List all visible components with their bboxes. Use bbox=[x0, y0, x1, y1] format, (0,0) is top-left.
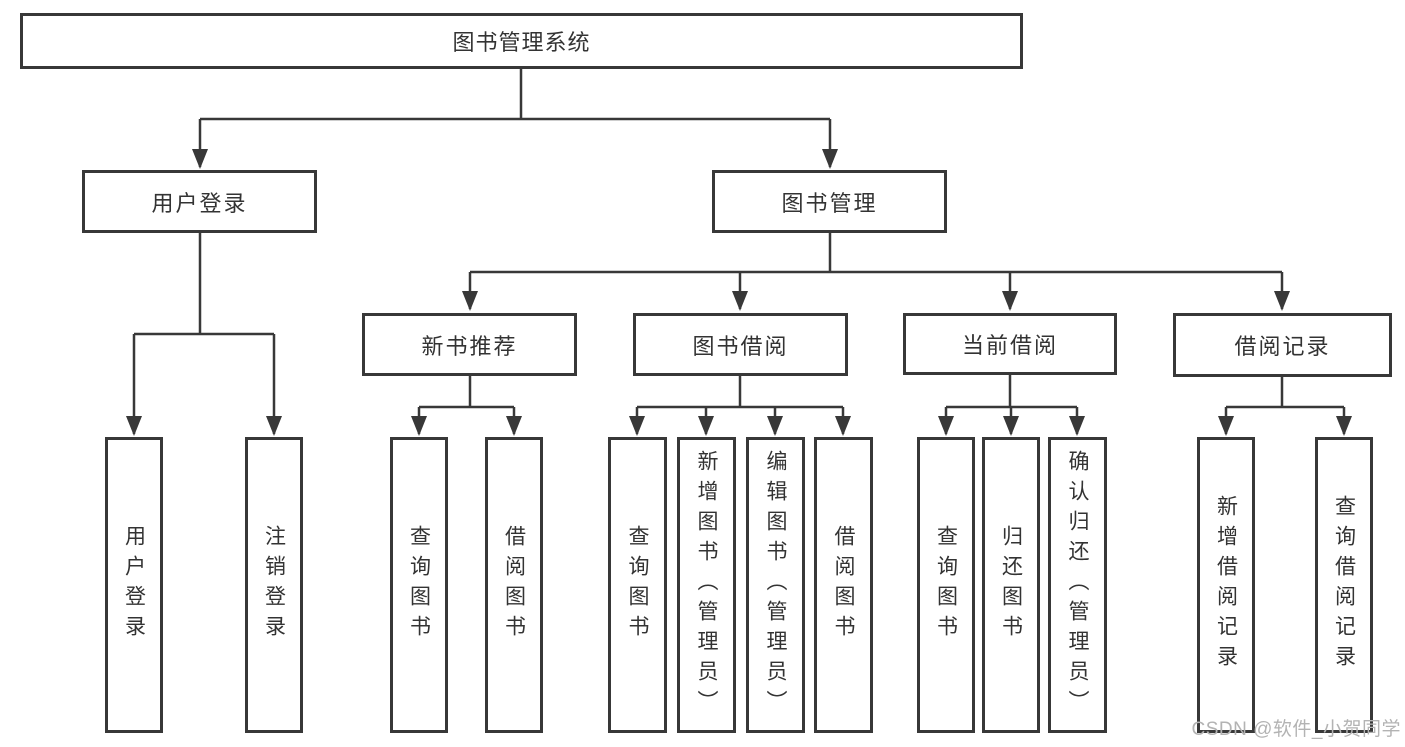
leaf-user-login: 用户登录 bbox=[105, 437, 163, 733]
leaf-query-books-borrow: 查询图书 bbox=[608, 437, 667, 733]
leaf-query-books-recommend: 查询图书 bbox=[390, 437, 448, 733]
leaf-return-books-label: 归还图书 bbox=[999, 525, 1023, 645]
node-book-borrow-label: 图书借阅 bbox=[692, 333, 789, 359]
leaf-confirm-return-admin: 确认归还（管理员） bbox=[1048, 437, 1107, 733]
node-book-management-label: 图书管理 bbox=[781, 190, 878, 216]
node-user-login-label: 用户登录 bbox=[151, 190, 248, 216]
leaf-logout-login: 注销登录 bbox=[245, 437, 303, 733]
leaf-user-login-label: 用户登录 bbox=[122, 525, 146, 645]
leaf-query-books-current-label: 查询图书 bbox=[934, 525, 958, 645]
node-new-book-recommend: 新书推荐 bbox=[362, 313, 577, 376]
node-current-borrow-label: 当前借阅 bbox=[961, 333, 1058, 358]
node-book-borrow: 图书借阅 bbox=[633, 313, 848, 376]
leaf-logout-login-label: 注销登录 bbox=[262, 525, 286, 645]
leaf-query-borrow-record: 查询借阅记录 bbox=[1315, 437, 1373, 733]
leaf-query-borrow-record-label: 查询借阅记录 bbox=[1332, 495, 1356, 675]
leaf-borrow-books-recommend: 借阅图书 bbox=[485, 437, 543, 733]
node-root-label: 图书管理系统 bbox=[452, 30, 591, 55]
leaf-add-borrow-record-label: 新增借阅记录 bbox=[1214, 495, 1238, 675]
leaf-edit-books-admin-label: 编辑图书（管理员） bbox=[764, 450, 787, 720]
leaf-add-books-admin: 新增图书（管理员） bbox=[677, 437, 736, 733]
leaf-borrow-books-recommend-label: 借阅图书 bbox=[502, 525, 526, 645]
leaf-query-books-current: 查询图书 bbox=[917, 437, 975, 733]
node-book-management: 图书管理 bbox=[712, 170, 947, 233]
node-root: 图书管理系统 bbox=[20, 13, 1023, 69]
leaf-borrow-books-borrow-label: 借阅图书 bbox=[832, 525, 855, 645]
leaf-add-borrow-record: 新增借阅记录 bbox=[1197, 437, 1255, 733]
leaf-query-books-recommend-label: 查询图书 bbox=[407, 525, 431, 645]
leaf-edit-books-admin: 编辑图书（管理员） bbox=[746, 437, 805, 733]
node-borrow-records: 借阅记录 bbox=[1173, 313, 1392, 377]
node-user-login: 用户登录 bbox=[82, 170, 317, 233]
leaf-confirm-return-admin-label: 确认归还（管理员） bbox=[1066, 450, 1089, 720]
csdn-watermark: CSDN @软件_小贺同学 bbox=[1191, 719, 1401, 740]
leaf-return-books: 归还图书 bbox=[982, 437, 1040, 733]
leaf-borrow-books-borrow: 借阅图书 bbox=[814, 437, 873, 733]
node-new-book-recommend-label: 新书推荐 bbox=[421, 333, 518, 359]
leaf-query-books-borrow-label: 查询图书 bbox=[626, 525, 649, 645]
node-current-borrow: 当前借阅 bbox=[903, 313, 1117, 375]
node-borrow-records-label: 借阅记录 bbox=[1234, 334, 1331, 359]
leaf-add-books-admin-label: 新增图书（管理员） bbox=[695, 450, 718, 720]
